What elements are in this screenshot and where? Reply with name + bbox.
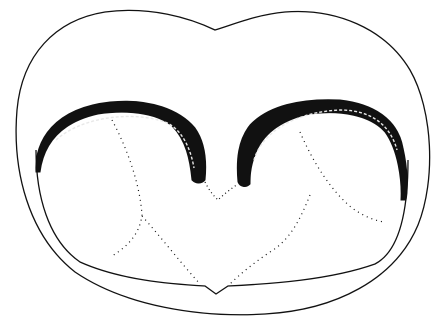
center-dotted-v xyxy=(205,182,238,200)
dotted-line-right-inner xyxy=(230,195,310,284)
dotted-line-right-outer xyxy=(300,132,384,222)
outer-contour xyxy=(16,10,430,314)
dotted-line-left-inner xyxy=(142,216,200,284)
left-dark-band xyxy=(36,101,206,183)
right-dark-band xyxy=(237,100,407,200)
inner-contour xyxy=(36,150,408,294)
dotted-line-left-outer xyxy=(112,120,142,256)
